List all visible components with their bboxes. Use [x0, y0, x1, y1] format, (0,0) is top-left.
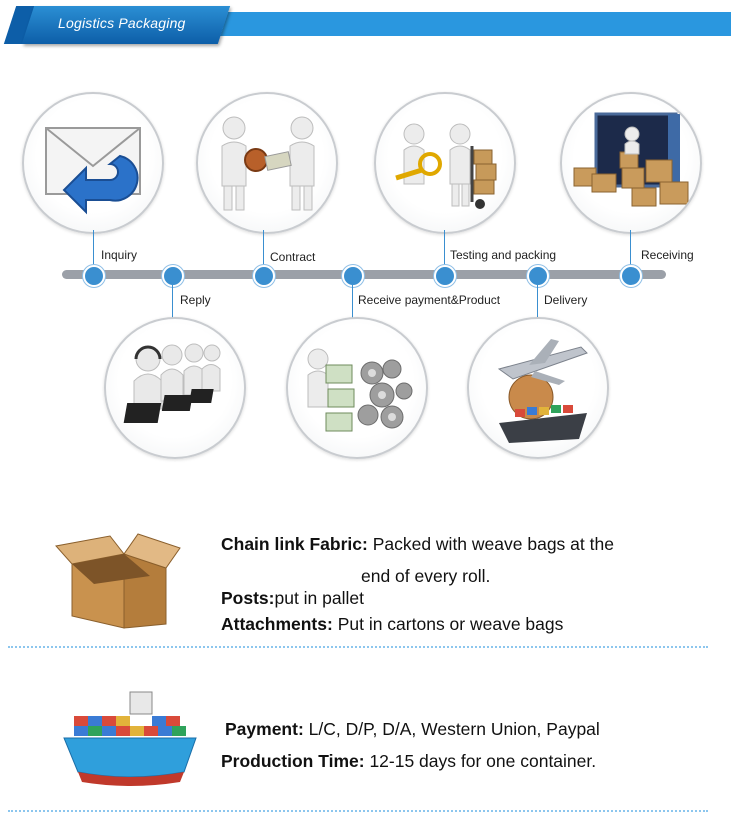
production-time-label: Production Time:: [221, 751, 365, 771]
banner-title: Logistics Packaging: [58, 15, 186, 31]
dotted-divider-bottom: [8, 810, 708, 812]
cargo-ship-icon: [60, 686, 200, 790]
posts-value: put in pallet: [274, 588, 364, 608]
production-time-line: Production Time: 12-15 days for one cont…: [221, 751, 596, 772]
envelope-icon: [22, 92, 164, 234]
step-label-receive-payment: Receive payment&Product: [358, 293, 501, 307]
testing-node: [434, 265, 456, 287]
step-label-testing: Testing and packing: [450, 248, 557, 262]
contract-stem: [263, 230, 264, 272]
delivery-node: [527, 265, 549, 287]
attachments-value: Put in cartons or weave bags: [332, 614, 564, 634]
posts-line: Posts:put in pallet: [221, 588, 364, 609]
plane-ship-icon: [467, 317, 609, 459]
chain-link-fabric-continued: end of every roll.: [361, 566, 491, 586]
inquiry-node: [83, 265, 105, 287]
step-label-inquiry: Inquiry: [101, 248, 138, 262]
inspection-cart-icon: [374, 92, 516, 234]
container-boxes-icon: [560, 92, 702, 234]
carton-box-icon: [54, 528, 182, 634]
inquiry-stem: [93, 230, 94, 272]
attachments-label: Attachments:: [221, 614, 333, 634]
handshake-contract-icon: [196, 92, 338, 234]
payment-value: L/C, D/P, D/A, Western Union, Paypal: [303, 719, 600, 739]
receiving-node: [620, 265, 642, 287]
payment-label: Payment:: [225, 719, 304, 739]
receive-payment-stem: [352, 285, 353, 325]
shipping-info: Payment: L/C, D/P, D/A, Western Union, P…: [0, 680, 750, 810]
call-center-icon: [104, 317, 246, 459]
step-label-delivery: Delivery: [544, 293, 588, 307]
contract-node: [253, 265, 275, 287]
reply-node: [162, 265, 184, 287]
reply-stem: [172, 285, 173, 325]
chain-link-fabric-value: Packed with weave bags at the: [367, 534, 614, 554]
testing-stem: [444, 230, 445, 272]
step-label-receiving: Receiving: [641, 248, 694, 262]
payment-line: Payment: L/C, D/P, D/A, Western Union, P…: [225, 719, 600, 740]
money-gears-icon: [286, 317, 428, 459]
receiving-stem: [630, 230, 631, 272]
delivery-stem: [537, 285, 538, 325]
section-banner: Logistics Packaging: [0, 0, 750, 52]
chain-link-fabric-line: Chain link Fabric: Packed with weave bag…: [221, 534, 614, 555]
production-time-value: 12-15 days for one container.: [364, 751, 597, 771]
process-flow: Inquiry Reply Contract: [0, 80, 750, 470]
step-label-contract: Contract: [270, 250, 316, 264]
attachments-line: Attachments: Put in cartons or weave bag…: [221, 614, 563, 635]
banner-line: [200, 12, 731, 36]
packaging-info: Chain link Fabric: Packed with weave bag…: [0, 520, 750, 660]
dotted-divider: [8, 646, 708, 648]
step-label-reply: Reply: [180, 293, 211, 307]
receive-payment-node: [342, 265, 364, 287]
posts-label: Posts:: [221, 588, 275, 608]
chain-link-fabric-label: Chain link Fabric:: [221, 534, 368, 554]
timeline-bar: [62, 270, 666, 279]
